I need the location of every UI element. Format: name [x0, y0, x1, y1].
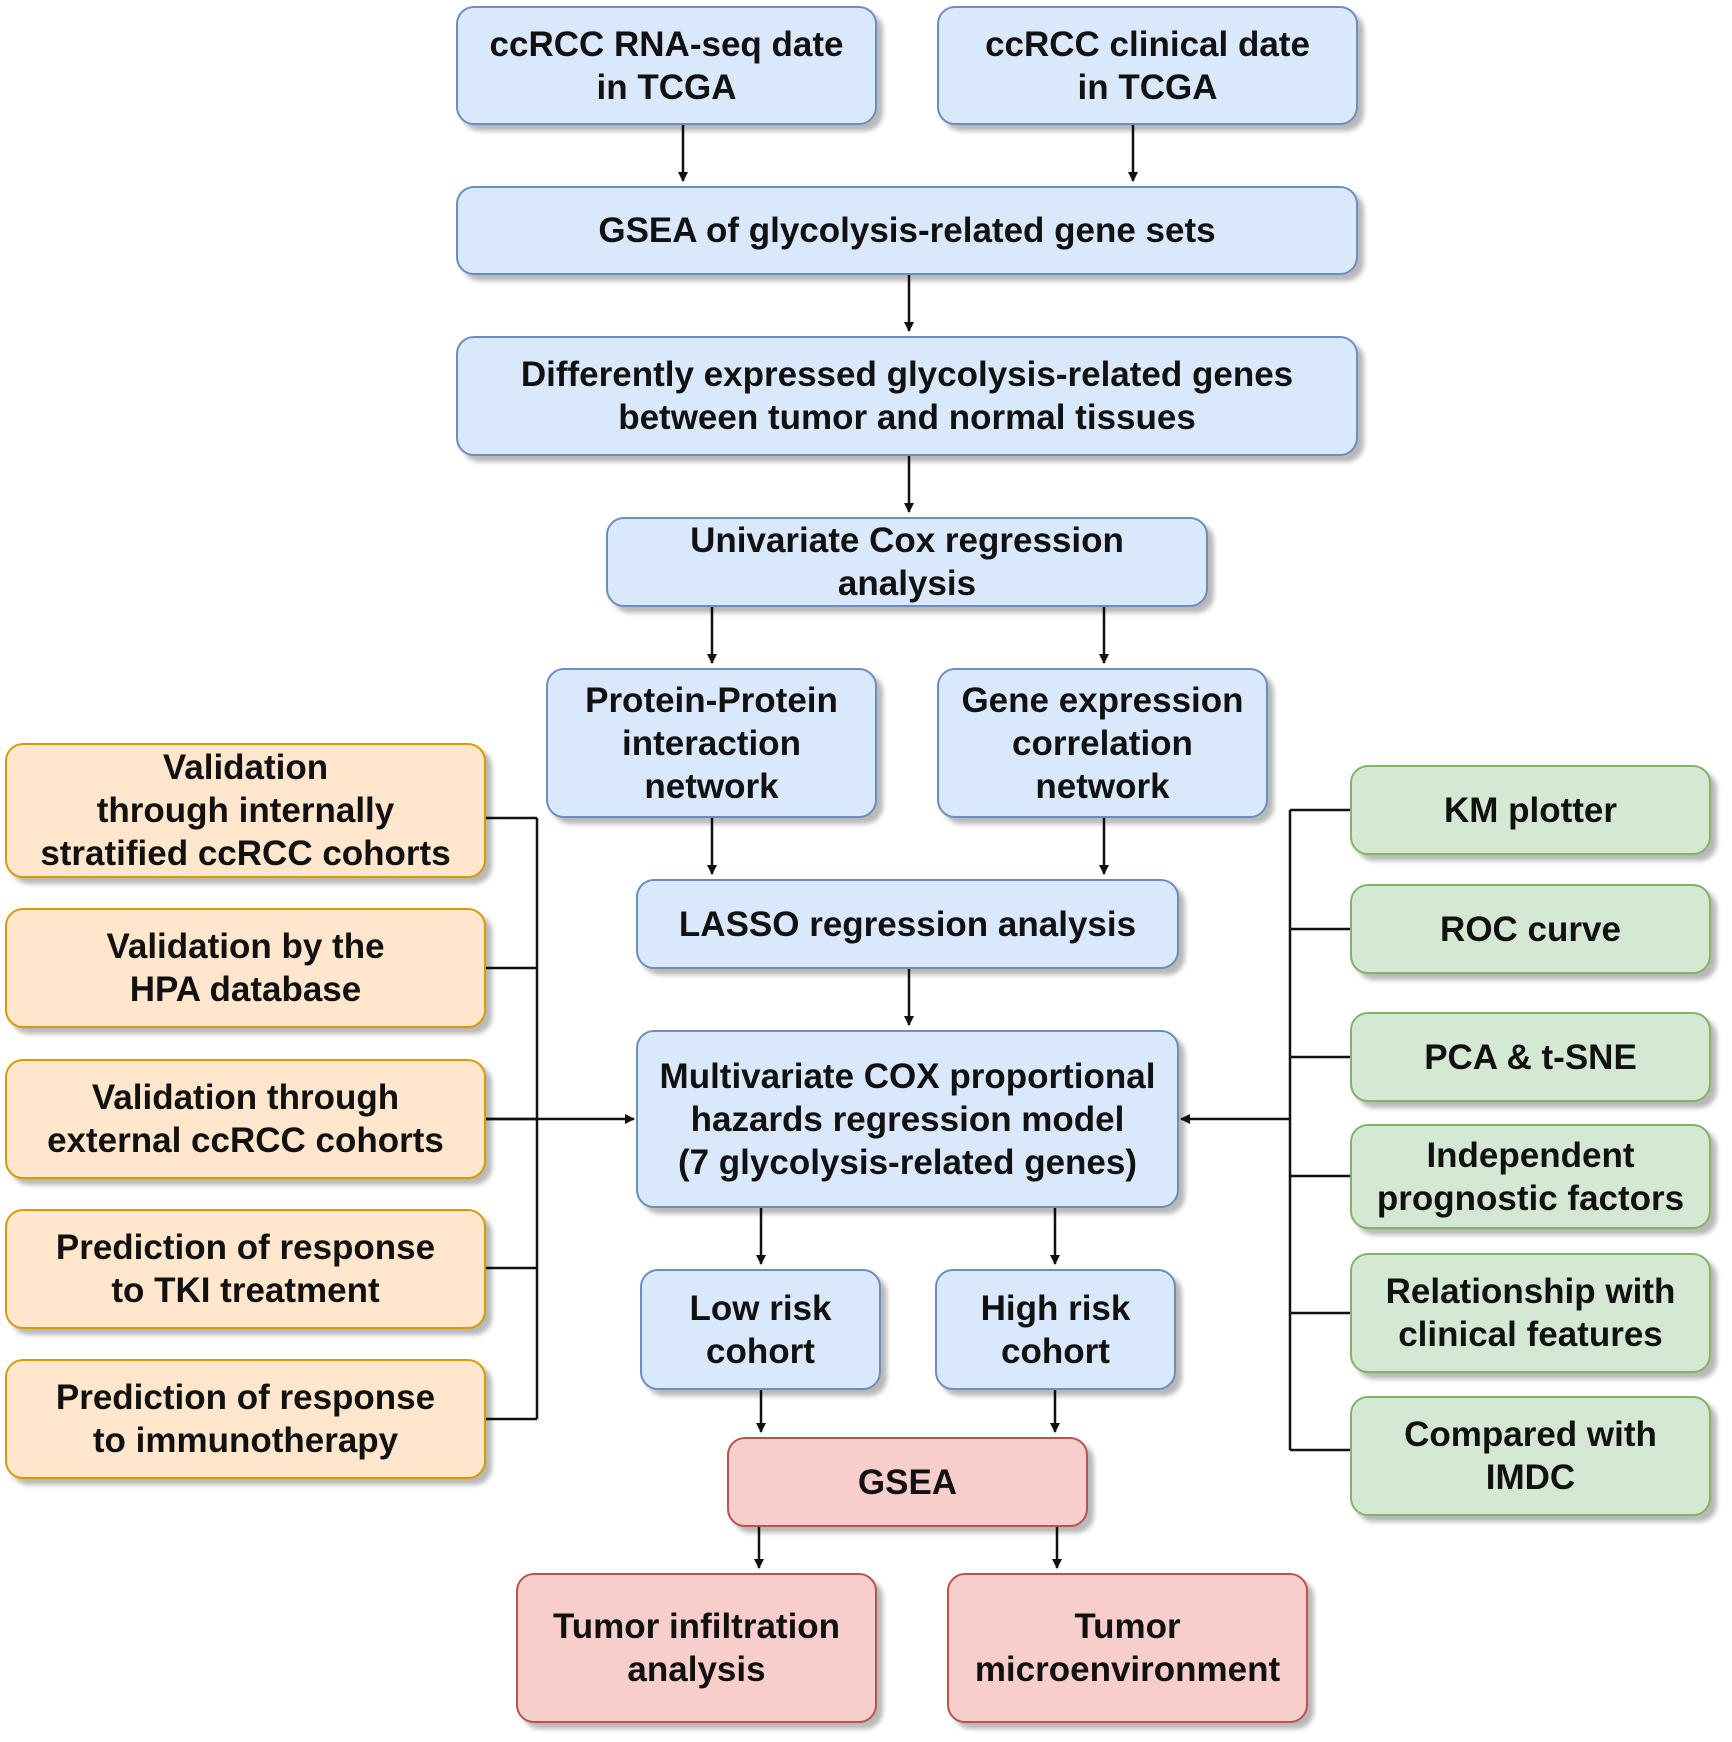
gsea-box: GSEA	[727, 1437, 1088, 1527]
roc-curve-label: ROC curve	[1440, 909, 1621, 949]
km-plotter-label: KM plotter	[1443, 790, 1618, 830]
univariate-cox-box: Univariate Cox regression analysis	[606, 517, 1208, 607]
low-risk-cohort-label: Low risk cohort	[689, 1288, 832, 1371]
clinical-data-box: ccRCC clinical date in TCGA	[937, 6, 1358, 125]
diff-expressed-genes-label: Differently expressed glycolysis-related…	[520, 355, 1294, 437]
rnaseq-data-label: ccRCC RNA-seq date in TCGA	[489, 24, 844, 107]
roc-curve-box: ROC curve	[1350, 884, 1711, 974]
high-risk-cohort-box: High risk cohort	[935, 1269, 1176, 1390]
gene-correlation-network-label: Gene expression correlation network	[961, 680, 1244, 806]
validation-internal-label: Validation through internally stratified…	[40, 748, 451, 873]
independent-prognostic-label: Independent prognostic factors	[1376, 1135, 1685, 1218]
gene-correlation-network-box: Gene expression correlation network	[937, 668, 1268, 818]
gsea-gene-sets-box: GSEA of glycolysis-related gene sets	[456, 186, 1358, 275]
tumor-infiltration-box: Tumor infiltration analysis	[516, 1573, 877, 1723]
rnaseq-data-box: ccRCC RNA-seq date in TCGA	[456, 6, 877, 125]
gsea-gene-sets-label: GSEA of glycolysis-related gene sets	[598, 211, 1216, 250]
prediction-tki-label: Prediction of response to TKI treatment	[55, 1228, 436, 1310]
bracket-evaluation	[1288, 808, 1350, 1452]
prediction-immunotherapy-box: Prediction of response to immunotherapy	[5, 1359, 486, 1479]
low-risk-cohort-box: Low risk cohort	[640, 1269, 881, 1390]
validation-hpa-box: Validation by the HPA database	[5, 908, 486, 1028]
pca-tsne-box: PCA & t-SNE	[1350, 1012, 1711, 1102]
pca-tsne-label: PCA & t-SNE	[1424, 1037, 1637, 1077]
tumor-microenvironment-box: Tumor microenvironment	[947, 1573, 1308, 1723]
ppi-network-label: Protein-Protein interaction network	[585, 680, 838, 806]
validation-external-label: Validation through external ccRCC cohort…	[47, 1078, 444, 1160]
clinical-features-box: Relationship with clinical features	[1350, 1253, 1711, 1373]
validation-external-box: Validation through external ccRCC cohort…	[5, 1059, 486, 1179]
multivariate-cox-label: Multivariate COX proportional hazards re…	[659, 1056, 1156, 1182]
gsea-label: GSEA	[857, 1462, 958, 1502]
clinical-data-label: ccRCC clinical date in TCGA	[985, 24, 1310, 107]
clinical-features-label: Relationship with clinical features	[1385, 1272, 1676, 1354]
lasso-regression-box: LASSO regression analysis	[636, 879, 1179, 969]
km-plotter-box: KM plotter	[1350, 765, 1711, 855]
multivariate-cox-box: Multivariate COX proportional hazards re…	[636, 1030, 1179, 1208]
lasso-regression-label: LASSO regression analysis	[678, 904, 1137, 944]
imdc-comparison-box: Compared with IMDC	[1350, 1396, 1711, 1516]
independent-prognostic-box: Independent prognostic factors	[1350, 1124, 1711, 1229]
imdc-comparison-label: Compared with IMDC	[1404, 1415, 1657, 1497]
univariate-cox-label: Univariate Cox regression analysis	[690, 521, 1124, 603]
ppi-network-box: Protein-Protein interaction network	[546, 668, 877, 818]
diff-expressed-genes-box: Differently expressed glycolysis-related…	[456, 336, 1358, 456]
tumor-infiltration-label: Tumor infiltration analysis	[552, 1607, 841, 1689]
validation-internal-box: Validation through internally stratified…	[5, 743, 486, 878]
prediction-tki-box: Prediction of response to TKI treatment	[5, 1209, 486, 1329]
high-risk-cohort-label: High risk cohort	[980, 1288, 1131, 1371]
prediction-immunotherapy-label: Prediction of response to immunotherapy	[55, 1378, 436, 1460]
validation-hpa-label: Validation by the HPA database	[106, 927, 385, 1009]
tumor-microenvironment-label: Tumor microenvironment	[974, 1607, 1281, 1689]
